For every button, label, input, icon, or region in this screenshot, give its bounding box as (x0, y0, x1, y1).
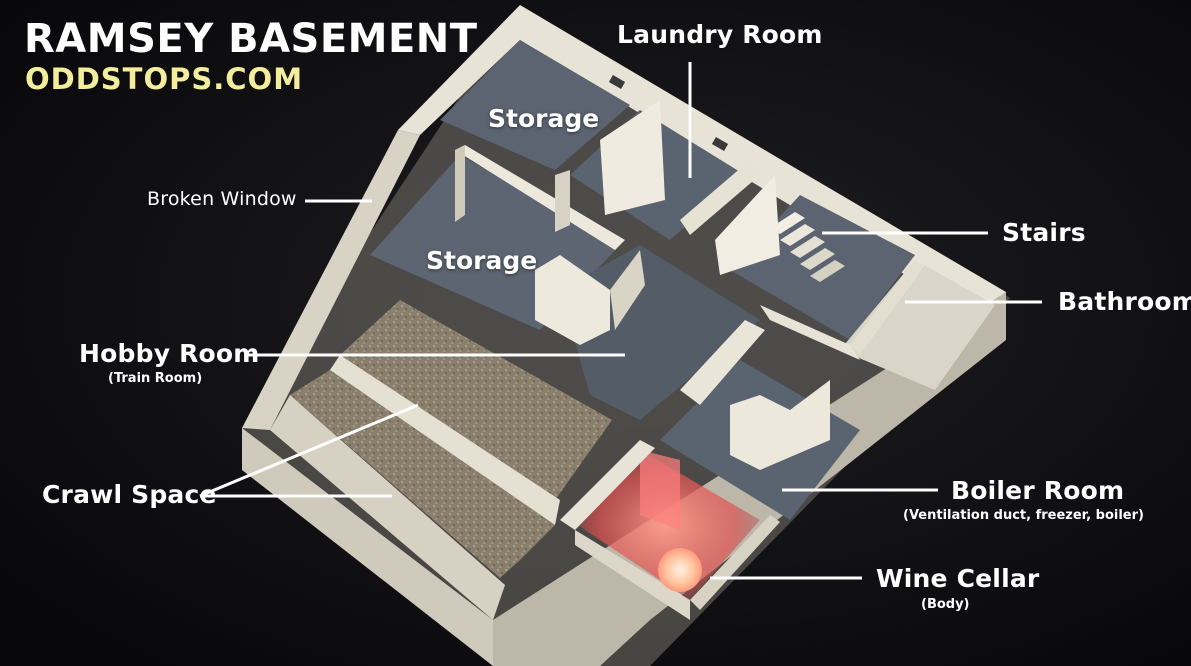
label-boiler-room-note: (Ventilation duct, freezer, boiler) (903, 508, 1144, 523)
label-wine-cellar: Wine Cellar (876, 564, 1040, 593)
label-boiler-room: Boiler Room (951, 476, 1125, 505)
room-label-storage-mid: Storage (426, 246, 538, 275)
wall-hall-right (680, 320, 765, 405)
body-marker (658, 548, 702, 592)
leader-lines (199, 62, 1042, 580)
label-laundry-room: Laundry Room (617, 20, 823, 49)
label-hobby-room-note: (Train Room) (108, 371, 203, 386)
label-bathroom: Bathroom (1058, 287, 1191, 316)
label-stairs: Stairs (1002, 218, 1086, 247)
page-title: RAMSEY BASEMENT (24, 16, 478, 62)
crawl-space-floor (290, 370, 555, 578)
wine-cellar-floor (570, 450, 760, 600)
wall-pillar (535, 255, 610, 345)
storage-top-floor (440, 40, 630, 170)
wall-boiler (730, 380, 830, 470)
label-broken-window: Broken Window (147, 188, 297, 210)
hobby-room-floor (340, 300, 612, 500)
label-wine-cellar-note: (Body) (921, 597, 970, 612)
hall-floor (560, 245, 760, 420)
wall-laundry (600, 100, 665, 215)
crawl-leader-1 (199, 403, 419, 498)
bathroom-floor (840, 260, 995, 390)
wall-storage-divider (455, 145, 625, 250)
label-hobby-room: Hobby Room (79, 339, 260, 368)
outer-wall-front-left (242, 428, 493, 666)
site-name: ODDSTOPS.COM (25, 62, 304, 96)
room-label-storage-top: Storage (488, 104, 600, 133)
label-crawl-space: Crawl Space (42, 480, 217, 509)
stairs-steps (770, 212, 845, 282)
